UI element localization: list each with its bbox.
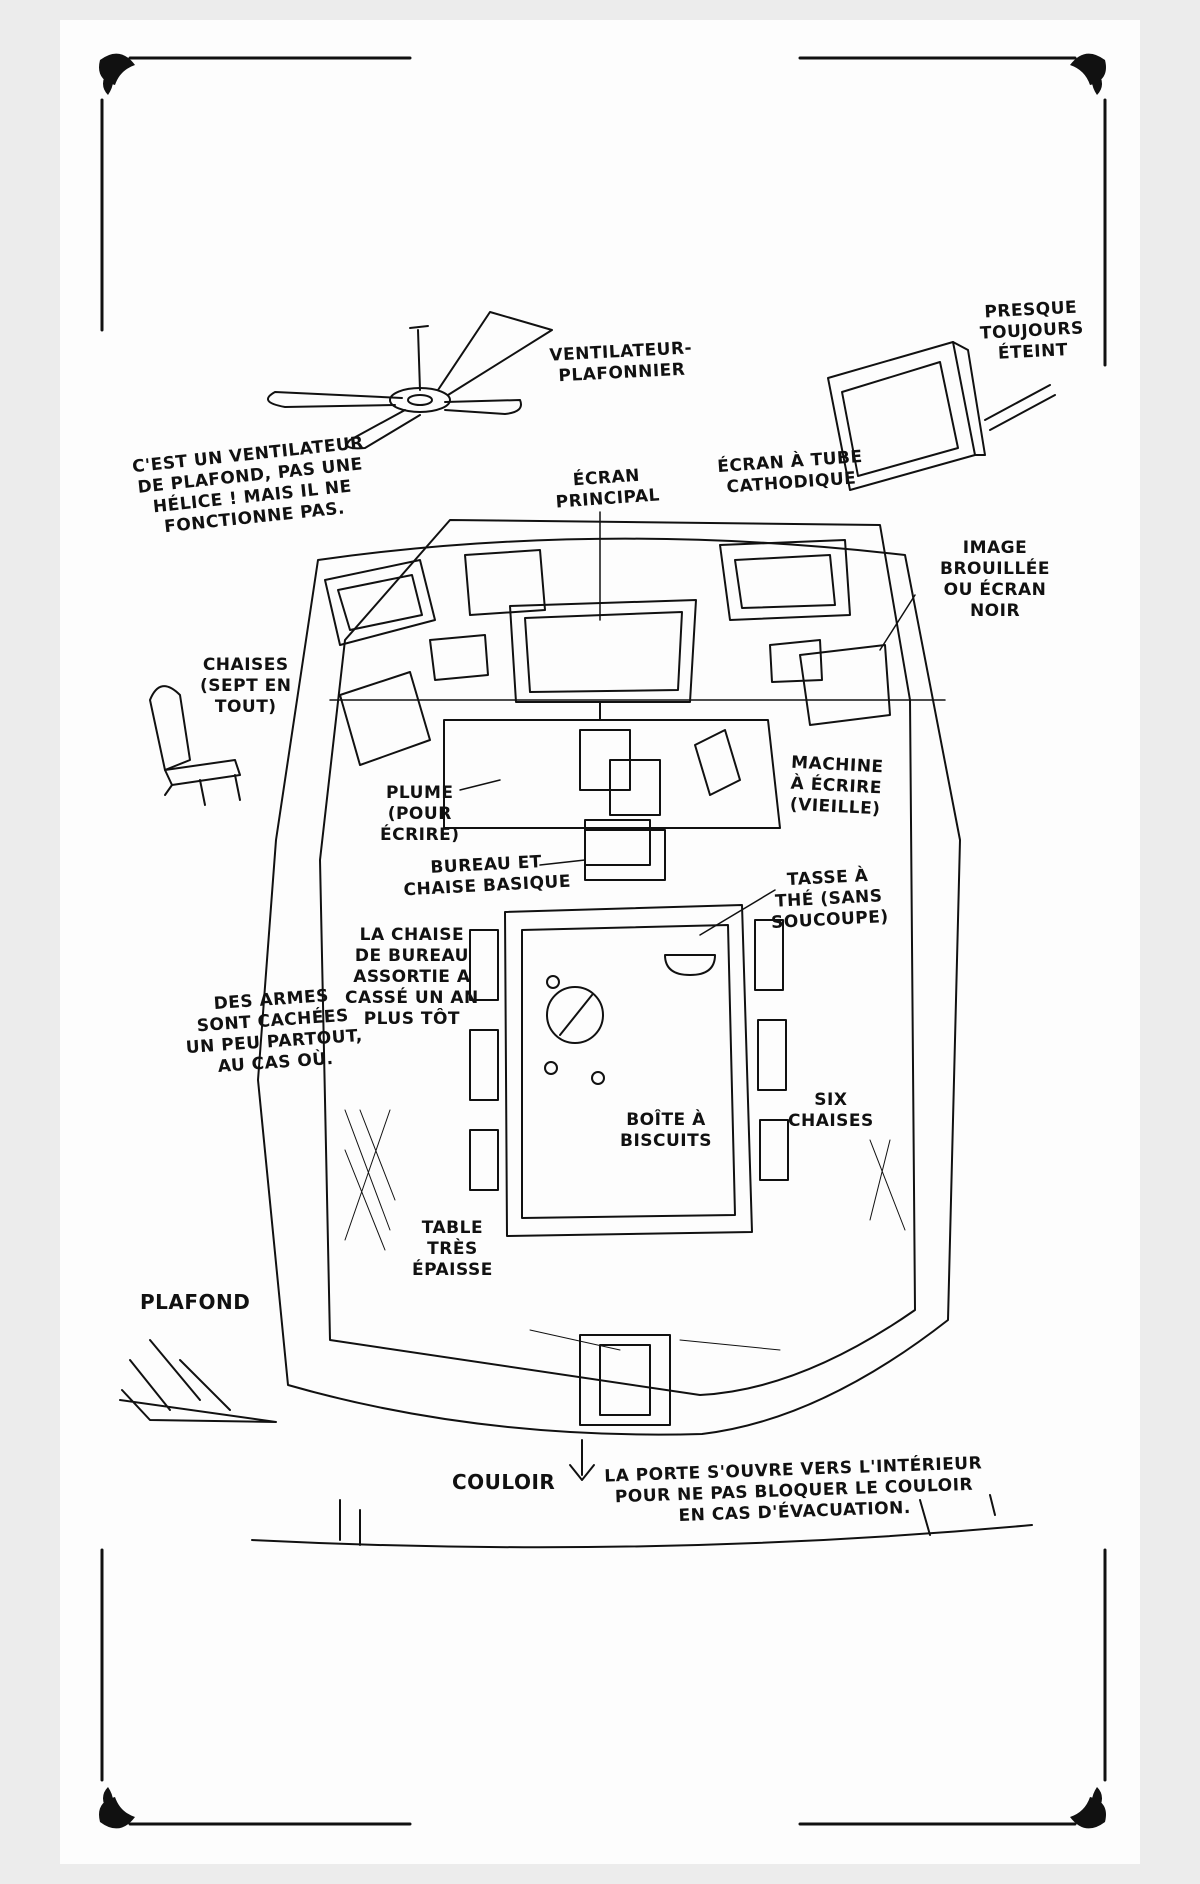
- corner-ornament-icon: [99, 53, 1106, 1829]
- meeting-table: [504, 904, 753, 1237]
- paper: [60, 20, 1140, 1864]
- arrow-down-icon: [569, 1439, 595, 1481]
- crt-monitor: [827, 341, 1056, 491]
- door: [579, 1334, 671, 1426]
- leader-lines: [459, 511, 916, 936]
- ceiling-sketch: [119, 1339, 277, 1423]
- room-outline: [257, 519, 961, 1436]
- label-ceiling: PLAFOND: [140, 1290, 251, 1314]
- table-chairs: [469, 829, 789, 1191]
- label-typewriter: MACHINE À ÉCRIRE (VIEILLE): [789, 752, 885, 820]
- label-office-chair: LA CHAISE DE BUREAU ASSORTIE A CASSÉ UN …: [345, 925, 479, 1029]
- label-blurred: IMAGE BROUILLÉE OU ÉCRAN NOIR: [940, 538, 1051, 621]
- label-crt-note: PRESQUE TOUJOURS ÉTEINT: [979, 297, 1085, 364]
- label-teacup: TASSE À THÉ (SANS SOUCOUPE): [770, 865, 890, 934]
- label-chairs: CHAISES (SEPT EN TOUT): [200, 655, 292, 717]
- chair-sketch: [149, 685, 241, 806]
- label-biscuits: BOÎTE À BISCUITS: [620, 1110, 712, 1151]
- label-desk: BUREAU ET CHAISE BASIQUE: [403, 852, 572, 901]
- label-table: TABLE TRÈS ÉPAISSE: [412, 1218, 493, 1280]
- desk: [443, 719, 781, 866]
- ceiling-fan: [266, 311, 553, 450]
- label-main-screen: ÉCRAN PRINCIPAL: [555, 465, 661, 513]
- main-screen: [509, 599, 697, 721]
- label-corridor: COULOIR: [452, 1470, 556, 1494]
- page-frame: [100, 56, 1107, 1826]
- label-ceiling-fan: VENTILATEUR- PLAFONNIER: [548, 338, 693, 387]
- corridor: [251, 1494, 1033, 1549]
- label-weapons: DES ARMES SONT CACHÉES UN PEU PARTOUT, A…: [185, 986, 364, 1077]
- label-six-chairs: SIX CHAISES: [788, 1090, 874, 1131]
- side-monitors: [324, 539, 891, 766]
- hatching: [344, 1109, 906, 1351]
- label-door: LA PORTE S'OUVRE VERS L'INTÉRIEUR POUR N…: [604, 1453, 983, 1527]
- label-pen: PLUME (POUR ÉCRIRE): [380, 783, 460, 845]
